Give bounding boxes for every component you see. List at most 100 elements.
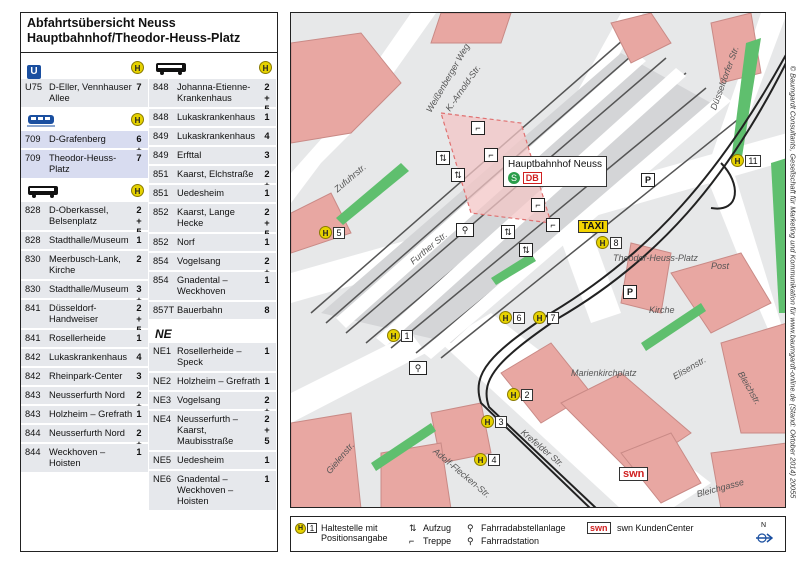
destination: D-Grafenberg	[49, 134, 106, 144]
position-value: 7	[136, 82, 142, 92]
legend-stop-label: Haltestelle mit Positionsangabe	[321, 523, 388, 543]
position-value: 2	[264, 414, 270, 424]
position-value: 8	[264, 305, 270, 315]
bus-stop-icon: H	[387, 329, 400, 342]
position-value: 7	[136, 153, 142, 163]
stop-number: 6	[513, 311, 525, 324]
line-number: 849	[153, 131, 169, 141]
destination: Bauerbahn	[177, 305, 223, 315]
position-value: 2	[136, 303, 142, 313]
line-number: 854	[153, 275, 169, 285]
elevator-icon: ⇅	[501, 225, 515, 239]
street-label: Theodor-Heuss-Platz	[613, 253, 698, 263]
station-map[interactable]: Weißenberger Weg K.-Arnold-Str. Düsseldo…	[290, 12, 786, 508]
stop-position: 2	[134, 254, 144, 265]
station-callout[interactable]: Hauptbahnhof Neuss S DB	[503, 156, 607, 187]
stairs-icon: ⌐	[471, 121, 485, 135]
line-number: 854	[153, 256, 169, 266]
destination: D-Eller, Vennhauser Allee	[49, 82, 132, 103]
position-value: 2	[264, 82, 270, 92]
copyright-note: © Baumgardt Consultants, Gesellschaft fü…	[788, 12, 798, 552]
line-number: 842	[25, 352, 41, 362]
destination: Rheinpark-Center	[49, 371, 123, 381]
bus-stop-icon: H	[533, 311, 546, 324]
bus-stop-icon: H	[319, 226, 332, 239]
stairs-icon: ⌐	[531, 198, 545, 212]
destination: Holzheim – Grefrath	[49, 409, 133, 419]
line-number: NE1	[153, 346, 172, 356]
stairs-icon: ⌐	[409, 536, 415, 546]
position-value: 1	[264, 474, 270, 484]
legend-bike-parking-label: Fahrradabstellanlage	[481, 523, 566, 533]
destination: Gnadental – Weckhoven – Hoisten	[177, 474, 234, 506]
bus-stop-icon: H	[131, 113, 144, 126]
stop-position: 8	[262, 305, 272, 316]
bus-stop-icon: H	[131, 61, 144, 74]
destination: Norf	[177, 237, 195, 247]
destination: Lukaskrankenhaus	[177, 131, 256, 141]
line-number: NE5	[153, 455, 172, 465]
line-number: 709	[25, 134, 41, 144]
s-bahn-icon: S	[508, 172, 520, 184]
destination: Rosellerheide – Speck	[177, 346, 242, 367]
destination: Theodor-Heuss-Platz	[49, 153, 117, 174]
swn-kundencenter-icon[interactable]: swn	[619, 467, 649, 481]
destination: Lukaskrankenhaus	[177, 112, 256, 122]
bike-parking-icon: ⚲	[456, 223, 474, 237]
destination: Vogelsang	[177, 256, 221, 266]
bus-stop-icon: H	[499, 311, 512, 324]
position-value: 1	[136, 447, 142, 457]
stop-position: 3	[262, 150, 272, 161]
position-value: 5	[264, 436, 270, 446]
destination: Erfttal	[177, 150, 202, 160]
stairs-icon: ⌐	[484, 148, 498, 162]
position-value: 2	[136, 390, 142, 400]
parking-icon: P	[641, 173, 655, 187]
elevator-icon: ⇅	[436, 151, 450, 165]
bus-stop-icon: H	[507, 388, 520, 401]
line-number: 843	[25, 409, 41, 419]
position-value: 2	[264, 256, 270, 266]
stop-number: 3	[495, 415, 507, 428]
db-logo-icon: DB	[522, 172, 542, 184]
north-arrow-label: N	[761, 522, 767, 529]
line-number: 842	[25, 371, 41, 381]
destination: Meerbusch-Lank, Kirche	[49, 254, 121, 275]
parking-icon: P	[623, 285, 637, 299]
position-value: 2	[264, 169, 270, 179]
position-value: 1	[136, 333, 142, 343]
position-value: 1	[264, 376, 270, 386]
tram-icon	[27, 113, 55, 132]
destination: Rosellerheide	[49, 333, 106, 343]
stop-number: 2	[521, 388, 533, 401]
taxi-sign: TAXI	[578, 220, 609, 233]
destination: Düsseldorf-Handweiser	[49, 303, 99, 324]
north-arrow-icon	[755, 531, 774, 547]
stairs-icon: ⌐	[546, 218, 560, 232]
position-value: +	[136, 314, 142, 324]
stop-position: 1	[262, 112, 272, 123]
legend-kundencenter-label: swn KundenCenter	[617, 523, 694, 533]
bike-parking-icon: ⚲	[467, 523, 474, 533]
